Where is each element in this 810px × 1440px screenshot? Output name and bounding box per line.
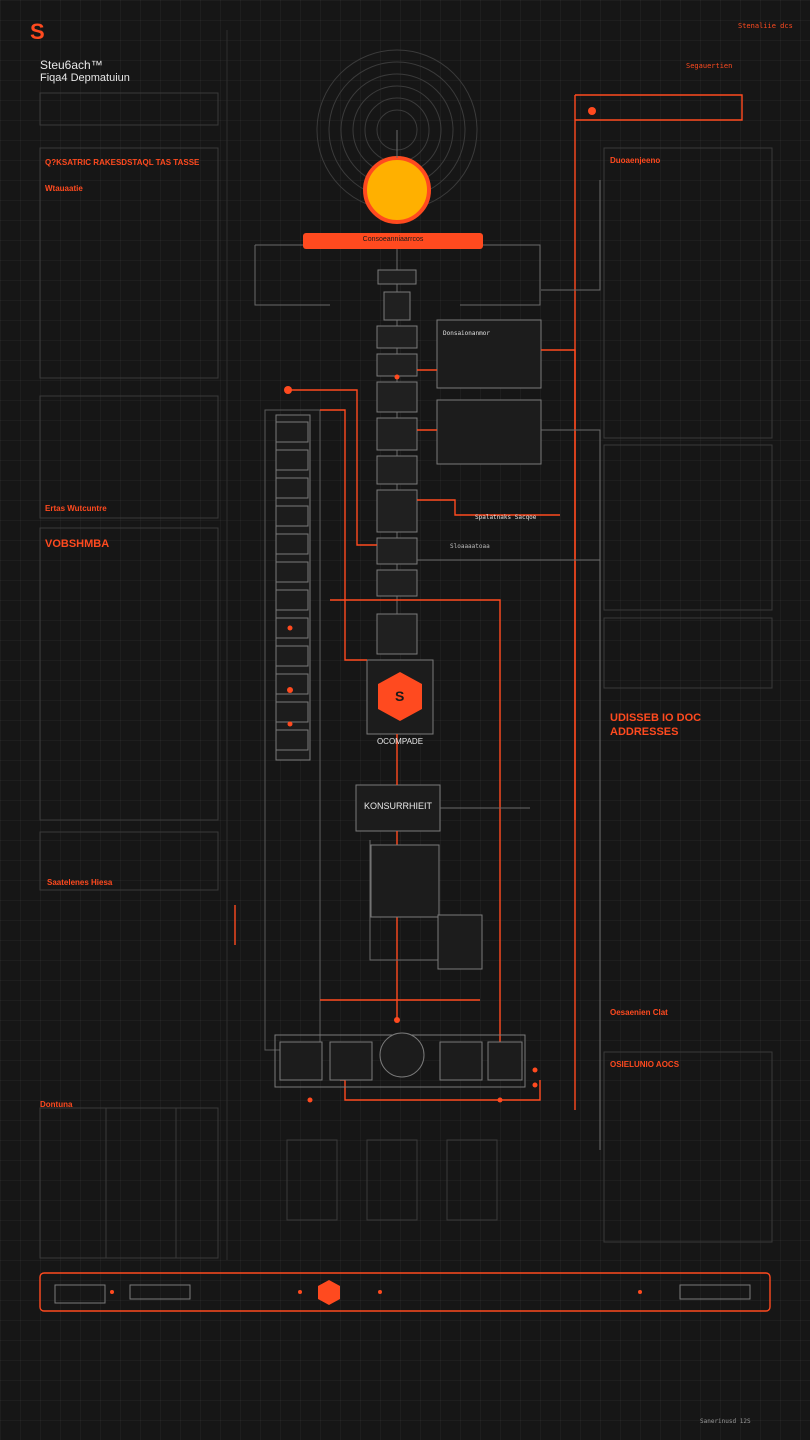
hex-label: OCOMPADE bbox=[376, 737, 424, 746]
info-box-1[interactable] bbox=[436, 319, 542, 389]
left-stack bbox=[264, 409, 321, 1051]
logo-mark[interactable]: S bbox=[30, 19, 45, 44]
right-title-3: Oesaenien Clat bbox=[610, 1008, 668, 1017]
brand-name: Steu6ach™ bbox=[40, 58, 103, 72]
footer-stamp: Sanerinusd 12S bbox=[700, 1418, 751, 1425]
right-title-2a: UDISSEB IO DOC bbox=[610, 712, 702, 724]
corner-tag-right: Segauertien bbox=[686, 62, 733, 70]
node-dots bbox=[284, 107, 596, 1103]
info-caption: Donsaionanmor bbox=[443, 330, 490, 337]
hexagon-icon bbox=[378, 672, 422, 721]
left-header-box bbox=[39, 92, 219, 126]
left-icon-grid bbox=[39, 1107, 219, 1259]
red-flow-lines bbox=[234, 94, 743, 1110]
command-box[interactable] bbox=[355, 784, 441, 832]
left-text-block-3 bbox=[39, 527, 219, 821]
info-box-2[interactable] bbox=[436, 399, 542, 465]
left-text-block-4 bbox=[39, 831, 219, 891]
left-block5-title: Dontuna bbox=[40, 1100, 73, 1109]
central-column bbox=[376, 269, 418, 655]
left-block2-title: Ertas Wutcuntre bbox=[45, 504, 107, 513]
right-title-1: Duoaenjeeno bbox=[610, 156, 661, 165]
left-text-block-1 bbox=[39, 147, 219, 379]
top-bar-label: Consoeanniaarrcos bbox=[362, 236, 424, 243]
right-title-4: OSIELUNIO AOCS bbox=[610, 1060, 680, 1069]
left-block4-title: Saatelenes Hiesa bbox=[47, 878, 113, 887]
corner-tag-top: Stenaliie dcs bbox=[738, 22, 793, 30]
left-text-block-2 bbox=[39, 395, 219, 519]
command-label: KONSURRHIEIT bbox=[363, 801, 432, 811]
left-block1-title: Q?KSATRIC RAKESDSTAQL TAS TASSE bbox=[45, 158, 200, 167]
brand-tagline: Fiqa4 Depmatuiun bbox=[40, 72, 130, 84]
sun-core bbox=[363, 156, 431, 224]
bottom-modules bbox=[274, 1032, 526, 1221]
banner-hex bbox=[318, 1280, 340, 1305]
right-panel bbox=[603, 147, 773, 1243]
bottom-banner bbox=[39, 1272, 771, 1312]
right-title-2: ADDRESSES bbox=[610, 726, 679, 738]
top-control-bar[interactable] bbox=[303, 233, 483, 249]
left-block1-sub: Wtauaatie bbox=[45, 184, 83, 193]
left-panel bbox=[39, 92, 219, 1259]
left-block3-title: VOBSHMBA bbox=[45, 538, 110, 550]
mid-caption: Sloaaaatoaa bbox=[450, 543, 490, 550]
right-caption: Spalatnaks Sacqoe bbox=[475, 514, 537, 521]
